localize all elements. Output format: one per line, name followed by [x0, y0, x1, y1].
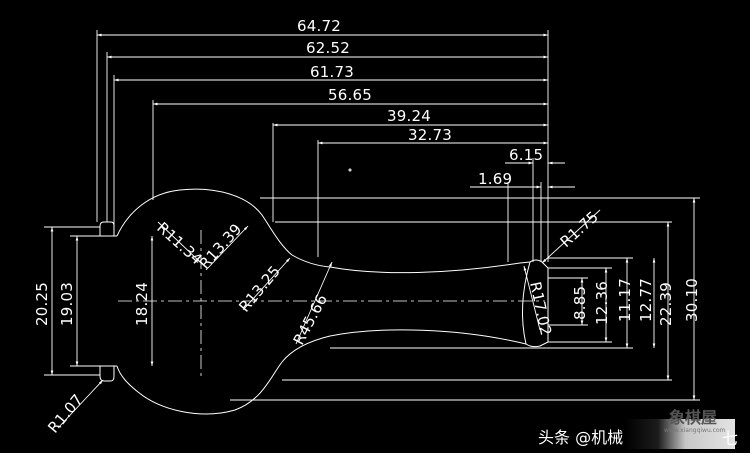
dim-v-3: 8.85: [571, 286, 589, 320]
tail-back-arc: [522, 261, 531, 345]
dim-h-3: 56.65: [328, 86, 372, 104]
dim-v-1: 19.03: [58, 282, 76, 326]
neck-lower-curve: [281, 329, 527, 363]
dim-v-2: 18.24: [133, 282, 151, 326]
dim-r-1: R13.39: [196, 220, 246, 273]
radius-dimensions: R11.34 R13.39 R13.25 R45.66 R17.02 R1.75…: [44, 208, 602, 437]
dim-h-4: 39.24: [387, 107, 431, 125]
watermark-logo: 象棋屋 www.xiangqiwu.com: [664, 408, 726, 441]
jaw-bottom-edge: [99, 366, 115, 382]
dim-r-3: R45.66: [290, 291, 332, 348]
watermark-logo-site: www.xiangqiwu.com: [664, 427, 726, 434]
dim-h-0: 64.72: [297, 17, 341, 35]
dim-v-4: 12.36: [593, 281, 611, 325]
watermark-fade: [625, 419, 735, 449]
center-lines: [118, 168, 545, 378]
dim-h-1: 62.52: [306, 39, 350, 57]
reference-dot: [348, 168, 352, 172]
watermark-tail: 七: [722, 429, 739, 448]
jaw-top-edge: [99, 221, 115, 236]
head-lower-arc: [116, 361, 283, 415]
dim-r-2: R13.25: [235, 262, 284, 315]
dim-h-2: 61.73: [310, 63, 354, 81]
dim-v-8: 30.10: [683, 278, 701, 322]
dim-v-5: 11.17: [616, 278, 634, 322]
dim-v-6: 12.77: [637, 278, 655, 322]
dim-h-5: 32.73: [408, 126, 452, 144]
dim-v-0: 20.25: [33, 282, 51, 326]
wrench-outline: [99, 188, 549, 415]
dim-h-7: 1.69: [478, 170, 512, 188]
dim-r-5: R1.75: [557, 208, 602, 251]
watermark-logo-text: 象棋屋: [668, 408, 717, 427]
dim-v-7: 22.39: [657, 282, 675, 326]
tail-lower-arc: [525, 341, 549, 348]
dim-r-4: R17.02: [526, 280, 555, 337]
dim-r-6: R1.07: [44, 391, 87, 437]
right-vertical-dimensions: 8.85 12.36 11.17 12.77 22.39 30.10: [230, 197, 701, 401]
left-vertical-dimensions: 20.25 19.03 18.24: [33, 226, 154, 376]
head-upper-arc: [116, 188, 293, 256]
dim-h-6: 6.15: [509, 146, 543, 164]
watermark-text: 头条 @机械: [538, 428, 624, 447]
neck-upper-curve: [291, 254, 531, 274]
tail-upper-arc: [529, 259, 549, 269]
horizontal-dimensions: 64.72 62.52 61.73 56.65 39.24 32.73 6.15…: [96, 17, 575, 262]
